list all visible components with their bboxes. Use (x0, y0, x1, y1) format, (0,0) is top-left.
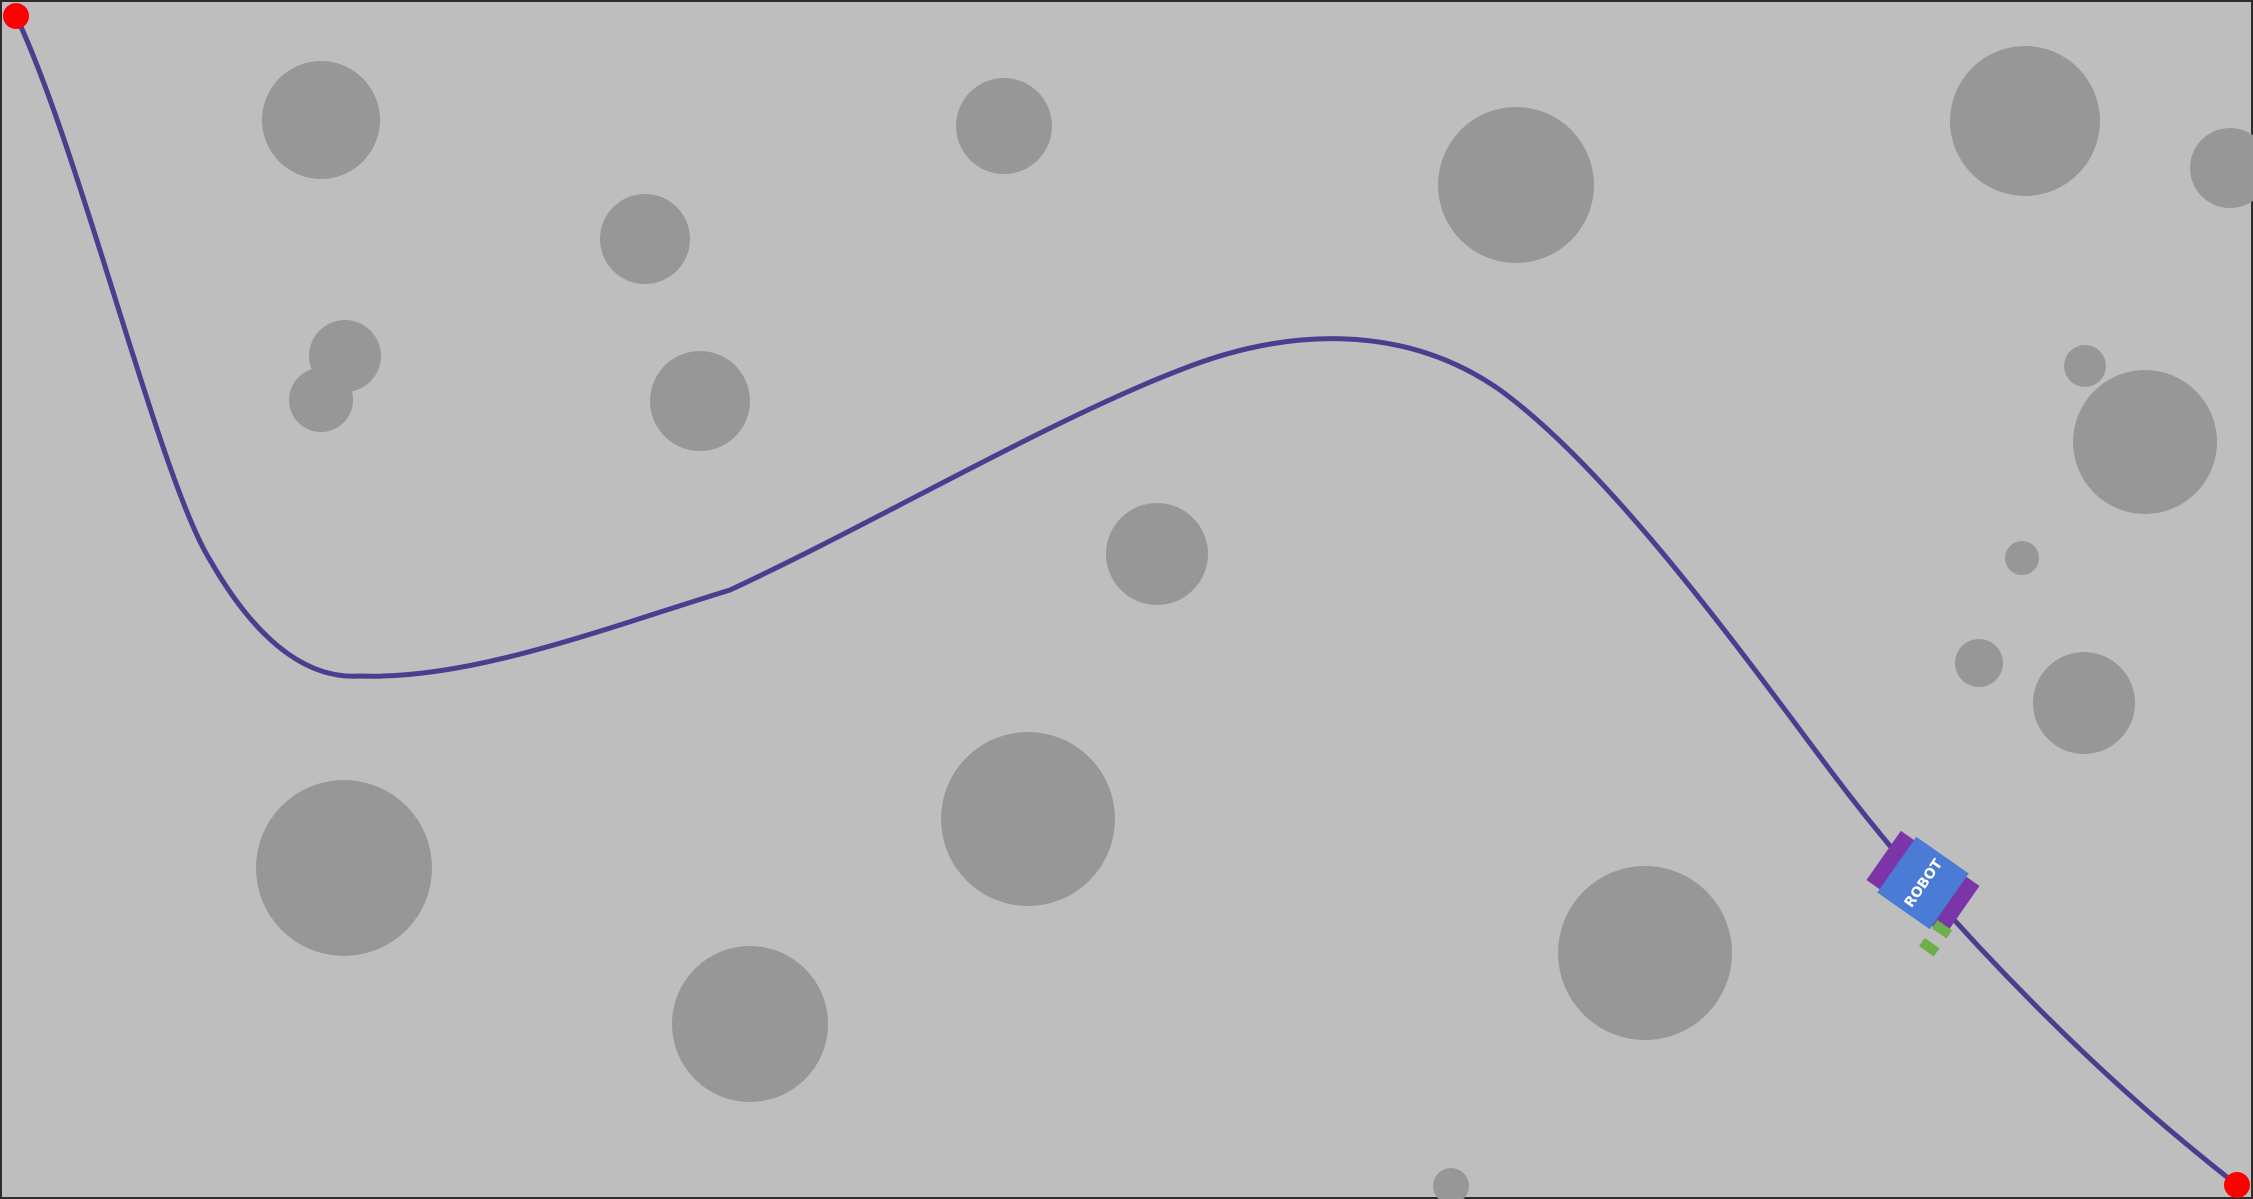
obstacle (1955, 639, 2003, 687)
obstacle (2190, 128, 2253, 208)
obstacle (2005, 541, 2039, 575)
robot-wheel-right (1930, 875, 1980, 936)
obstacle (941, 732, 1115, 906)
obstacle (1438, 107, 1594, 263)
obstacle (672, 946, 828, 1102)
obstacle (256, 780, 432, 956)
obstacle (2073, 370, 2217, 514)
obstacle (650, 351, 750, 451)
obstacle (1558, 866, 1732, 1040)
goal-marker-icon (2224, 1172, 2250, 1198)
obstacle (600, 194, 690, 284)
start-marker-icon (3, 3, 29, 29)
obstacle (1433, 1168, 1469, 1199)
obstacle (2064, 345, 2106, 387)
robot-sensor-right (1919, 937, 1940, 957)
obstacle (1950, 46, 2100, 196)
obstacle (956, 78, 1052, 174)
obstacle (289, 368, 353, 432)
robot-sensor-left (1931, 919, 1953, 939)
robot-wheel-left (1866, 830, 1916, 891)
robot-body (1877, 836, 1969, 930)
robot-icon[interactable]: ROBOT (1853, 828, 1985, 957)
obstacle (262, 61, 380, 179)
obstacle-field (256, 46, 2253, 1199)
obstacle (1106, 503, 1208, 605)
obstacle (2033, 652, 2135, 754)
